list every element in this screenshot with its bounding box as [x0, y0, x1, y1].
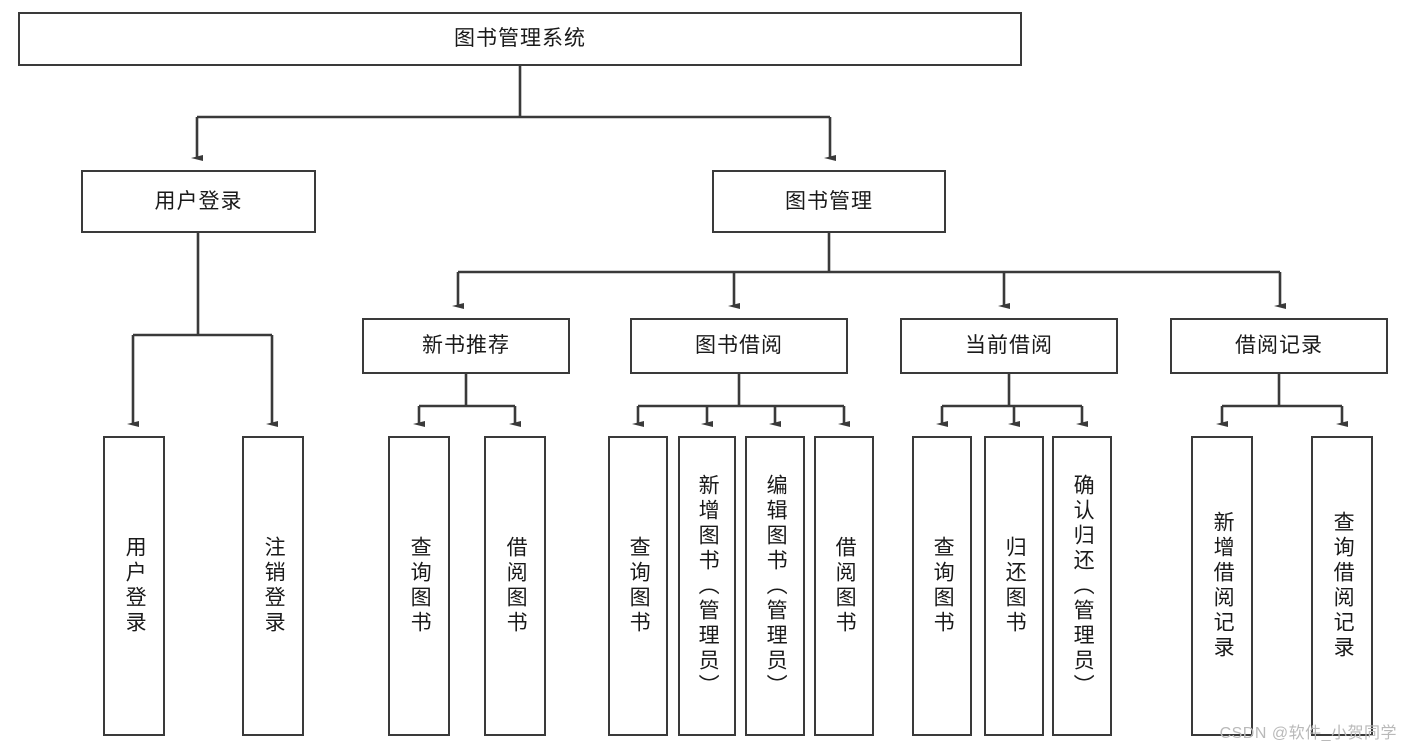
- node-user-login-label: 用户登录: [154, 189, 243, 213]
- node-leaf-confirm-return-label: 确认归还（管理员）: [1071, 473, 1095, 699]
- node-leaf-query-book-1-label: 查询图书: [408, 536, 432, 636]
- node-leaf-borrow-book-1[interactable]: 借阅图书: [484, 436, 546, 736]
- node-borrow-record-label: 借阅记录: [1235, 334, 1323, 358]
- node-leaf-borrow-book-1-label: 借阅图书: [504, 536, 528, 636]
- node-leaf-user-logout-label: 注销登录: [262, 536, 286, 636]
- node-leaf-borrow-book-2-label: 借阅图书: [833, 536, 857, 636]
- node-leaf-return-book[interactable]: 归还图书: [984, 436, 1044, 736]
- node-leaf-query-book-1[interactable]: 查询图书: [388, 436, 450, 736]
- node-book-manage[interactable]: 图书管理: [712, 170, 946, 233]
- node-leaf-query-book-3-label: 查询图书: [931, 536, 955, 636]
- node-leaf-user-login[interactable]: 用户登录: [103, 436, 165, 736]
- node-book-manage-label: 图书管理: [785, 189, 873, 213]
- node-leaf-borrow-book-2[interactable]: 借阅图书: [814, 436, 874, 736]
- node-root[interactable]: 图书管理系统: [18, 12, 1022, 66]
- node-leaf-query-record[interactable]: 查询借阅记录: [1311, 436, 1373, 736]
- node-current-borrow-label: 当前借阅: [965, 334, 1053, 358]
- node-leaf-confirm-return[interactable]: 确认归还（管理员）: [1052, 436, 1112, 736]
- node-new-book-recommend-label: 新书推荐: [422, 334, 510, 358]
- node-leaf-edit-book-label: 编辑图书（管理员）: [764, 473, 788, 699]
- node-leaf-user-logout[interactable]: 注销登录: [242, 436, 304, 736]
- node-leaf-add-record[interactable]: 新增借阅记录: [1191, 436, 1253, 736]
- node-book-borrow-label: 图书借阅: [695, 334, 783, 358]
- node-leaf-query-record-label: 查询借阅记录: [1331, 511, 1355, 661]
- node-user-login[interactable]: 用户登录: [81, 170, 316, 233]
- node-current-borrow[interactable]: 当前借阅: [900, 318, 1118, 374]
- watermark: CSDN @软件_小贺同学: [1219, 725, 1397, 742]
- node-leaf-add-book-label: 新增图书（管理员）: [696, 473, 720, 699]
- node-leaf-query-book-2[interactable]: 查询图书: [608, 436, 668, 736]
- node-leaf-add-record-label: 新增借阅记录: [1211, 511, 1235, 661]
- node-book-borrow[interactable]: 图书借阅: [630, 318, 848, 374]
- node-leaf-query-book-2-label: 查询图书: [627, 536, 651, 636]
- node-leaf-query-book-3[interactable]: 查询图书: [912, 436, 972, 736]
- node-leaf-return-book-label: 归还图书: [1003, 536, 1027, 636]
- node-leaf-user-login-label: 用户登录: [123, 536, 147, 636]
- node-new-book-recommend[interactable]: 新书推荐: [362, 318, 570, 374]
- node-leaf-add-book[interactable]: 新增图书（管理员）: [678, 436, 736, 736]
- node-root-label: 图书管理系统: [454, 27, 586, 51]
- node-leaf-edit-book[interactable]: 编辑图书（管理员）: [745, 436, 805, 736]
- node-borrow-record[interactable]: 借阅记录: [1170, 318, 1388, 374]
